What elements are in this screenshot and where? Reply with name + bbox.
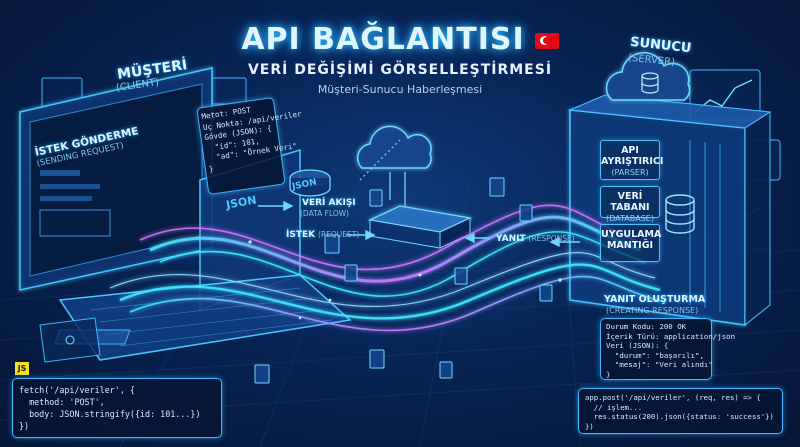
server-code-line: res.status(200).json({status: 'success'}… bbox=[585, 412, 774, 422]
client-code-line: method: 'POST', bbox=[19, 397, 105, 407]
server-code-line: app.post('/api/veriler', (req, res) => { bbox=[585, 393, 761, 402]
server-code-box: app.post('/api/veriler', (req, res) => {… bbox=[578, 388, 783, 434]
request-label: İSTEK (REQUEST) bbox=[286, 230, 360, 240]
server-module-database: VERİ TABANI(DATABASE) bbox=[600, 186, 660, 223]
response-label: YANIT (RESPONSE) bbox=[496, 234, 575, 244]
javascript-badge-icon: JS bbox=[15, 362, 29, 375]
page-tagline: Müşteri-Sunucu Haberleşmesi bbox=[317, 83, 483, 96]
client-monitor bbox=[19, 67, 213, 291]
page-subtitle: VERİ DEĞİŞİMİ GÖRSELLEŞTİRMESİ bbox=[247, 62, 553, 78]
creating-response-title: YANIT OLUŞTURMA bbox=[604, 294, 706, 305]
server-module-parser: API AYRIŞTIRICI(PARSER) bbox=[600, 140, 663, 180]
data-flow-label-en: (DATA FLOW) bbox=[300, 209, 350, 218]
creating-response-en: (CREATING RESPONSE) bbox=[606, 306, 699, 315]
client-code-lines: fetch('/api/veriler', { method: 'POST', … bbox=[19, 384, 215, 432]
response-line: "durum": "başarılı", bbox=[606, 350, 704, 360]
response-line: Durum Kodu: 200 OK bbox=[606, 322, 687, 331]
server-code-lines: app.post('/api/veriler', (req, res) => {… bbox=[585, 393, 776, 431]
response-line: İçerik Türü: application/json bbox=[606, 331, 736, 341]
response-line: "mesaj": "Veri alındı" bbox=[606, 360, 713, 370]
data-flow-label: VERİ AKIŞI bbox=[302, 198, 356, 208]
client-code-line: }) bbox=[19, 421, 30, 431]
page-title: API BAĞLANTISI bbox=[0, 22, 800, 57]
response-line: Veri (JSON): { bbox=[606, 341, 669, 351]
response-line: } bbox=[606, 369, 611, 379]
server-module-app-logic: UYGULAMA MANTIĞI bbox=[600, 224, 661, 262]
client-code-line: body: JSON.stringify({id: 101...}) bbox=[19, 409, 201, 419]
turkey-flag-icon bbox=[534, 32, 559, 49]
server-code-line: // işlem... bbox=[585, 402, 643, 412]
client-code-box: fetch('/api/veriler', { method: 'POST', … bbox=[12, 378, 222, 438]
server-code-line: }) bbox=[585, 421, 594, 431]
client-code-line: fetch('/api/veriler', { bbox=[19, 385, 135, 395]
